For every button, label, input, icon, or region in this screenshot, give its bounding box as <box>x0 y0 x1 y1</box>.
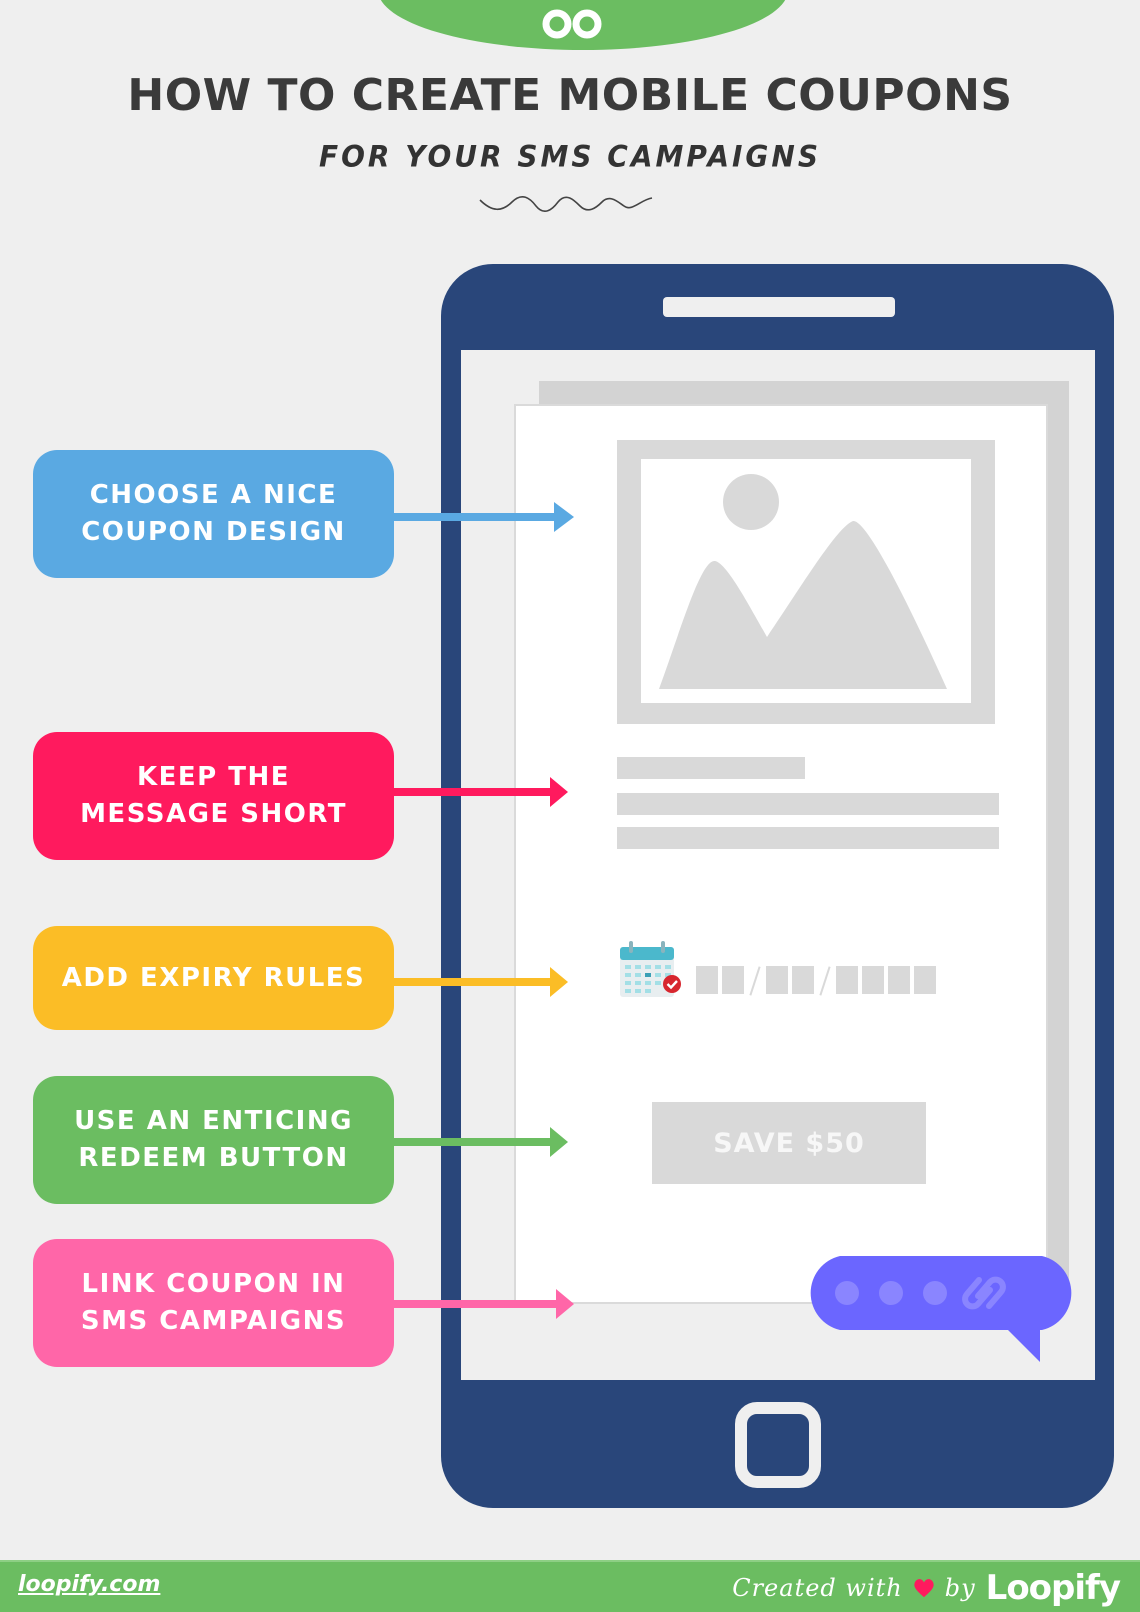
step-label: USE AN ENTICING REDEEM BUTTON <box>74 1106 353 1173</box>
arrow-icon <box>394 777 572 807</box>
typing-dot <box>923 1281 947 1305</box>
step-keep-short: KEEP THE MESSAGE SHORT <box>33 732 394 860</box>
phone-speaker <box>663 297 895 317</box>
credit-prefix: Created with <box>732 1574 903 1602</box>
coupon-card: SAVE $50 <box>514 404 1048 1304</box>
phone-mockup: SAVE $50 <box>441 264 1114 1508</box>
website-link[interactable]: loopify.com <box>18 1572 161 1597</box>
arrow-icon <box>394 502 578 532</box>
arrow-icon <box>394 967 572 997</box>
image-placeholder-icon <box>617 440 995 724</box>
redeem-button[interactable]: SAVE $50 <box>652 1102 926 1184</box>
text-placeholder-line <box>617 827 999 849</box>
step-choose-design: CHOOSE A NICE COUPON DESIGN <box>33 450 394 578</box>
step-label: LINK COUPON IN SMS CAMPAIGNS <box>80 1269 347 1336</box>
step-label: ADD EXPIRY RULES <box>61 962 366 993</box>
footer: loopify.com Created with by Loopify <box>0 1560 1140 1612</box>
link-chain-icon <box>962 1276 1006 1310</box>
page-subtitle: FOR YOUR SMS CAMPAIGNS <box>318 139 821 174</box>
loopify-infinity-icon <box>542 9 602 39</box>
loopify-logo: Loopify <box>985 1568 1121 1608</box>
squiggle-divider <box>479 195 653 213</box>
text-placeholder-line <box>617 757 805 779</box>
arrow-icon <box>394 1289 578 1319</box>
credit-by: by <box>944 1574 976 1602</box>
arrow-icon <box>394 1127 572 1157</box>
step-label: KEEP THE MESSAGE SHORT <box>80 762 347 829</box>
heart-icon <box>914 1579 934 1598</box>
step-link-sms: LINK COUPON IN SMS CAMPAIGNS <box>33 1239 394 1367</box>
expiry-date-placeholder <box>696 966 936 994</box>
typing-dot <box>835 1281 859 1305</box>
step-label: CHOOSE A NICE COUPON DESIGN <box>81 480 346 547</box>
step-expiry-rules: ADD EXPIRY RULES <box>33 926 394 1030</box>
phone-screen: SAVE $50 <box>461 350 1095 1380</box>
sms-bubble <box>810 1256 1072 1362</box>
calendar-check-icon <box>620 941 681 997</box>
typing-dot <box>879 1281 903 1305</box>
page-title: HOW TO CREATE MOBILE COUPONS <box>127 70 1013 121</box>
footer-credit: Created with by Loopify <box>732 1568 1121 1608</box>
step-redeem-button: USE AN ENTICING REDEEM BUTTON <box>33 1076 394 1204</box>
text-placeholder-line <box>617 793 999 815</box>
phone-home-button <box>735 1402 821 1488</box>
